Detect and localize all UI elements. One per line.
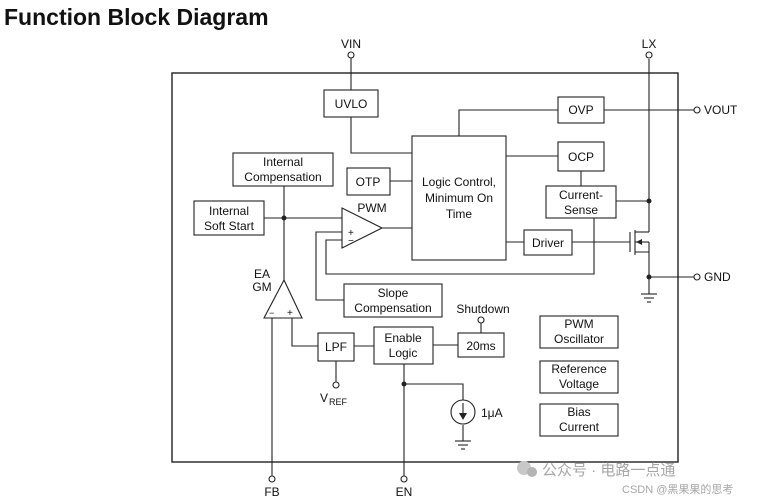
svg-text:Slope: Slope <box>378 286 409 300</box>
pin-fb: FB <box>264 475 280 499</box>
pin-gnd: GND <box>693 270 731 284</box>
svg-text:Enable: Enable <box>384 331 422 345</box>
svg-text:UVLO: UVLO <box>335 97 368 111</box>
svg-text:Internal: Internal <box>263 155 303 169</box>
otp-block: OTP <box>346 167 391 196</box>
chip-outline <box>171 72 679 463</box>
svg-text:Current: Current <box>559 420 600 434</box>
uvlo-block: UVLO <box>323 89 379 118</box>
slope-compensation-block: Slope Compensation <box>343 283 443 318</box>
driver-block: Driver <box>523 229 573 256</box>
svg-text:Current-: Current- <box>559 188 603 202</box>
svg-text:Compensation: Compensation <box>244 170 321 184</box>
svg-text:LX: LX <box>642 37 657 51</box>
wires <box>264 55 694 476</box>
svg-text:EA: EA <box>254 267 270 281</box>
svg-text:GND: GND <box>704 270 731 284</box>
enable-logic-block: Enable Logic <box>373 326 434 365</box>
svg-text:LPF: LPF <box>325 340 347 354</box>
svg-text:Compensation: Compensation <box>354 301 431 315</box>
svg-text:Minimum On: Minimum On <box>425 191 493 205</box>
svg-text:+: + <box>287 308 293 319</box>
svg-text:EN: EN <box>396 485 413 499</box>
pin-vout: VOUT <box>693 103 738 117</box>
reference-voltage-block: Reference Voltage <box>539 360 619 394</box>
svg-text:Reference: Reference <box>551 362 607 376</box>
svg-text:Logic: Logic <box>389 346 418 360</box>
pin-vin: VIN <box>341 37 361 59</box>
pwm-comparator: PWM + − <box>341 201 387 249</box>
svg-text:1μA: 1μA <box>481 406 503 420</box>
svg-text:Sense: Sense <box>564 203 598 217</box>
pin-shutdown: Shutdown <box>456 302 510 324</box>
watermark: 公众号 · 电路一点通 CSDN @黑果果的思考 <box>517 461 733 496</box>
svg-text:REF: REF <box>329 397 348 407</box>
svg-text:PWM: PWM <box>564 317 593 331</box>
lpf-block: LPF <box>317 332 355 362</box>
svg-text:OVP: OVP <box>568 103 593 117</box>
svg-text:Bias: Bias <box>567 405 590 419</box>
bias-current-block: Bias Current <box>539 403 619 437</box>
svg-text:Voltage: Voltage <box>559 377 599 391</box>
svg-text:OTP: OTP <box>356 175 381 189</box>
error-amplifier: EA GM − + <box>252 267 303 319</box>
svg-text:VIN: VIN <box>341 37 361 51</box>
svg-text:FB: FB <box>264 485 279 499</box>
svg-text:20ms: 20ms <box>466 339 495 353</box>
svg-text:−: − <box>348 236 354 247</box>
internal-compensation-block: Internal Compensation <box>232 152 334 187</box>
svg-text:GM: GM <box>252 280 271 294</box>
svg-text:OCP: OCP <box>568 150 594 164</box>
ocp-block: OCP <box>557 141 605 172</box>
svg-text:V: V <box>320 391 328 405</box>
svg-text:Soft Start: Soft Start <box>204 219 255 233</box>
svg-text:−: − <box>269 308 274 318</box>
logic-control-block: Logic Control, Minimum On Time <box>411 135 507 261</box>
pin-lx: LX <box>642 37 657 59</box>
svg-text:Shutdown: Shutdown <box>456 302 509 316</box>
delay-20ms-block: 20ms <box>457 332 505 358</box>
svg-text:PWM: PWM <box>357 201 386 215</box>
internal-soft-start-block: Internal Soft Start <box>193 200 265 236</box>
svg-text:Time: Time <box>446 207 473 221</box>
svg-text:+: + <box>348 228 354 239</box>
pin-en: EN <box>396 475 413 499</box>
current-source: 1μA <box>450 399 503 425</box>
svg-text:Driver: Driver <box>532 236 564 250</box>
svg-text:Logic Control,: Logic Control, <box>422 175 496 189</box>
pwm-oscillator-block: PWM Oscillator <box>539 315 619 349</box>
pin-vref: V REF <box>320 381 348 407</box>
page-title: Function Block Diagram <box>4 4 269 30</box>
svg-text:VOUT: VOUT <box>704 103 738 117</box>
svg-text:公众号 · 电路一点通: 公众号 · 电路一点通 <box>542 462 675 479</box>
current-sense-block: Current- Sense <box>545 185 617 219</box>
ovp-block: OVP <box>557 96 605 124</box>
junction-dots <box>281 198 652 387</box>
svg-text:CSDN @黑果果的思考: CSDN @黑果果的思考 <box>622 482 733 496</box>
svg-text:Internal: Internal <box>209 204 249 218</box>
svg-text:Oscillator: Oscillator <box>554 332 604 346</box>
